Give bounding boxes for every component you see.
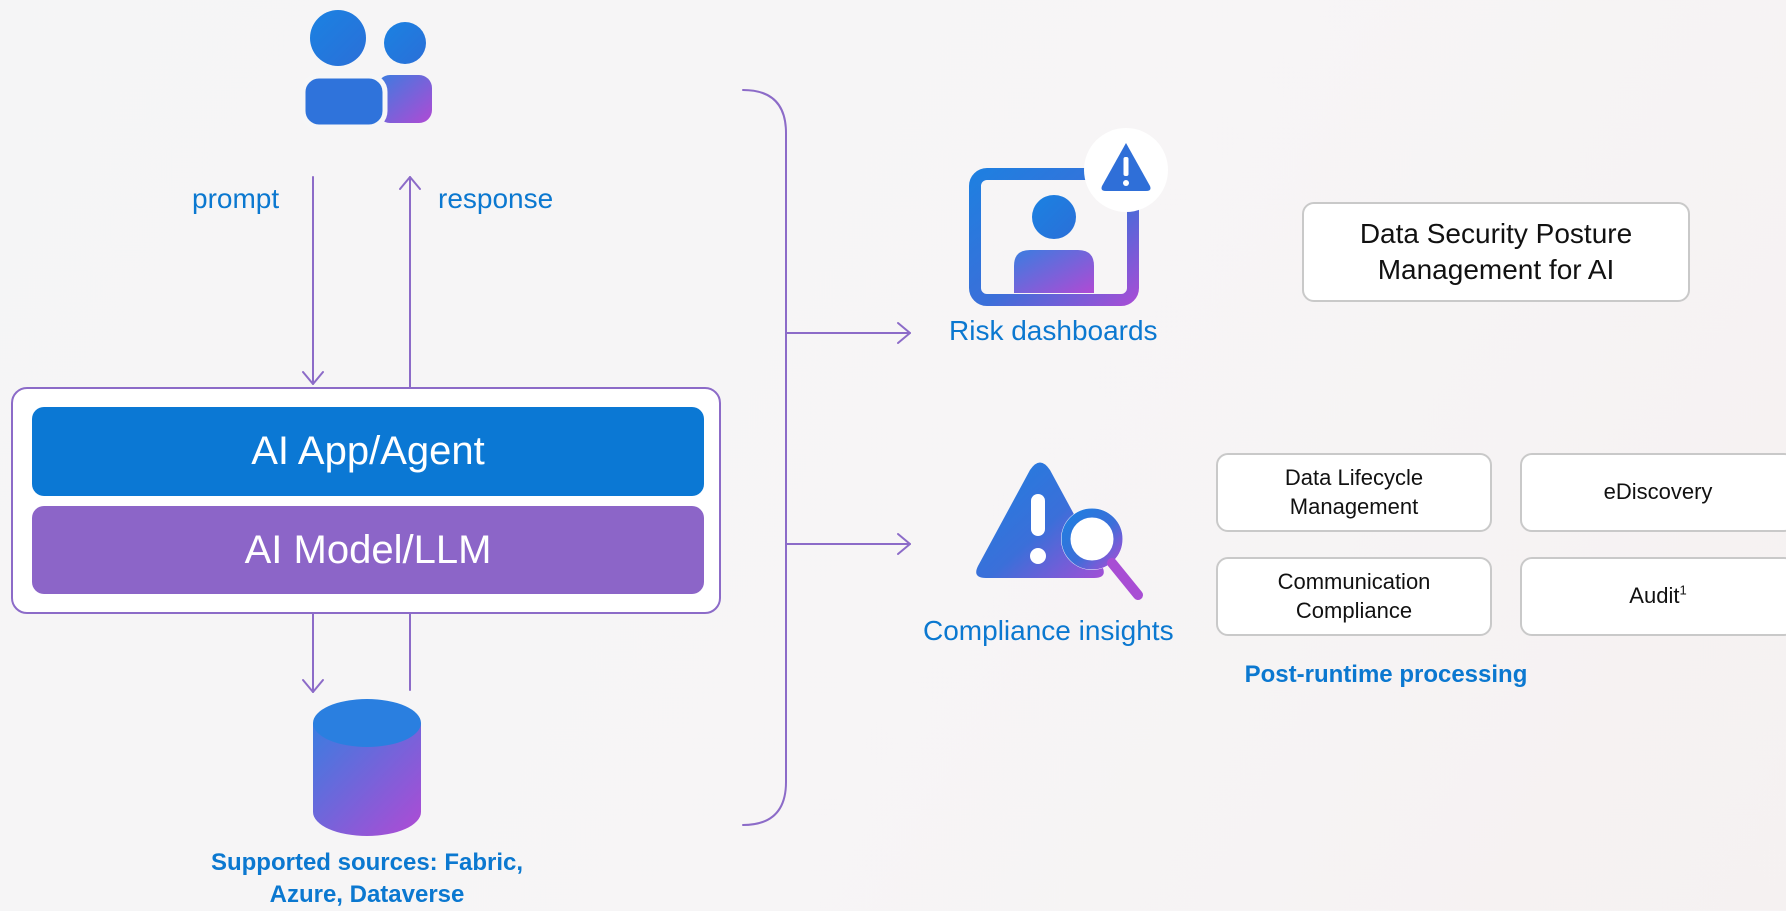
tile-data-lifecycle: Data Lifecycle Management xyxy=(1216,453,1492,532)
tile-communication-line1: Communication xyxy=(1277,568,1431,594)
supported-sources-line1: Supported sources: Fabric, xyxy=(210,849,524,876)
tile-communication-line2: Compliance xyxy=(1295,597,1413,623)
ai-model-llm-band: AI Model/LLM xyxy=(32,506,704,594)
tile-ediscovery: eDiscovery xyxy=(1520,453,1786,532)
database-icon xyxy=(313,699,421,836)
supported-sources-caption: Supported sources: Fabric, Azure, Datave… xyxy=(150,847,584,911)
dspm-box: Data Security Posture Management for AI xyxy=(1302,202,1690,302)
dspm-line1: Data Security Posture xyxy=(1359,217,1633,249)
bracket xyxy=(742,89,787,826)
post-runtime-caption: Post-runtime processing xyxy=(1244,661,1528,688)
warning-badge-icon xyxy=(1084,128,1168,212)
risk-dashboard-icon xyxy=(969,168,1139,306)
risk-dashboards-label: Risk dashboards xyxy=(949,315,1158,346)
compliance-search-icon xyxy=(976,462,1143,600)
tile-data-lifecycle-line2: Management xyxy=(1289,493,1419,519)
tile-communication-compliance: Communication Compliance xyxy=(1216,557,1492,636)
supported-sources-line2: Azure, Dataverse xyxy=(269,881,465,908)
tile-audit: Audit1 xyxy=(1520,557,1786,636)
compliance-insights-label: Compliance insights xyxy=(923,615,1174,646)
tile-ediscovery-label: eDiscovery xyxy=(1603,479,1713,505)
tile-audit-label: Audit xyxy=(1629,583,1680,609)
ai-app-agent-band: AI App/Agent xyxy=(32,407,704,496)
dspm-line2: Management for AI xyxy=(1377,254,1615,285)
tile-data-lifecycle-line1: Data Lifecycle xyxy=(1284,464,1424,490)
prompt-label: prompt xyxy=(192,183,280,214)
users-icon xyxy=(300,10,432,130)
response-label: response xyxy=(438,183,554,214)
tile-audit-superscript: 1 xyxy=(1679,582,1687,598)
